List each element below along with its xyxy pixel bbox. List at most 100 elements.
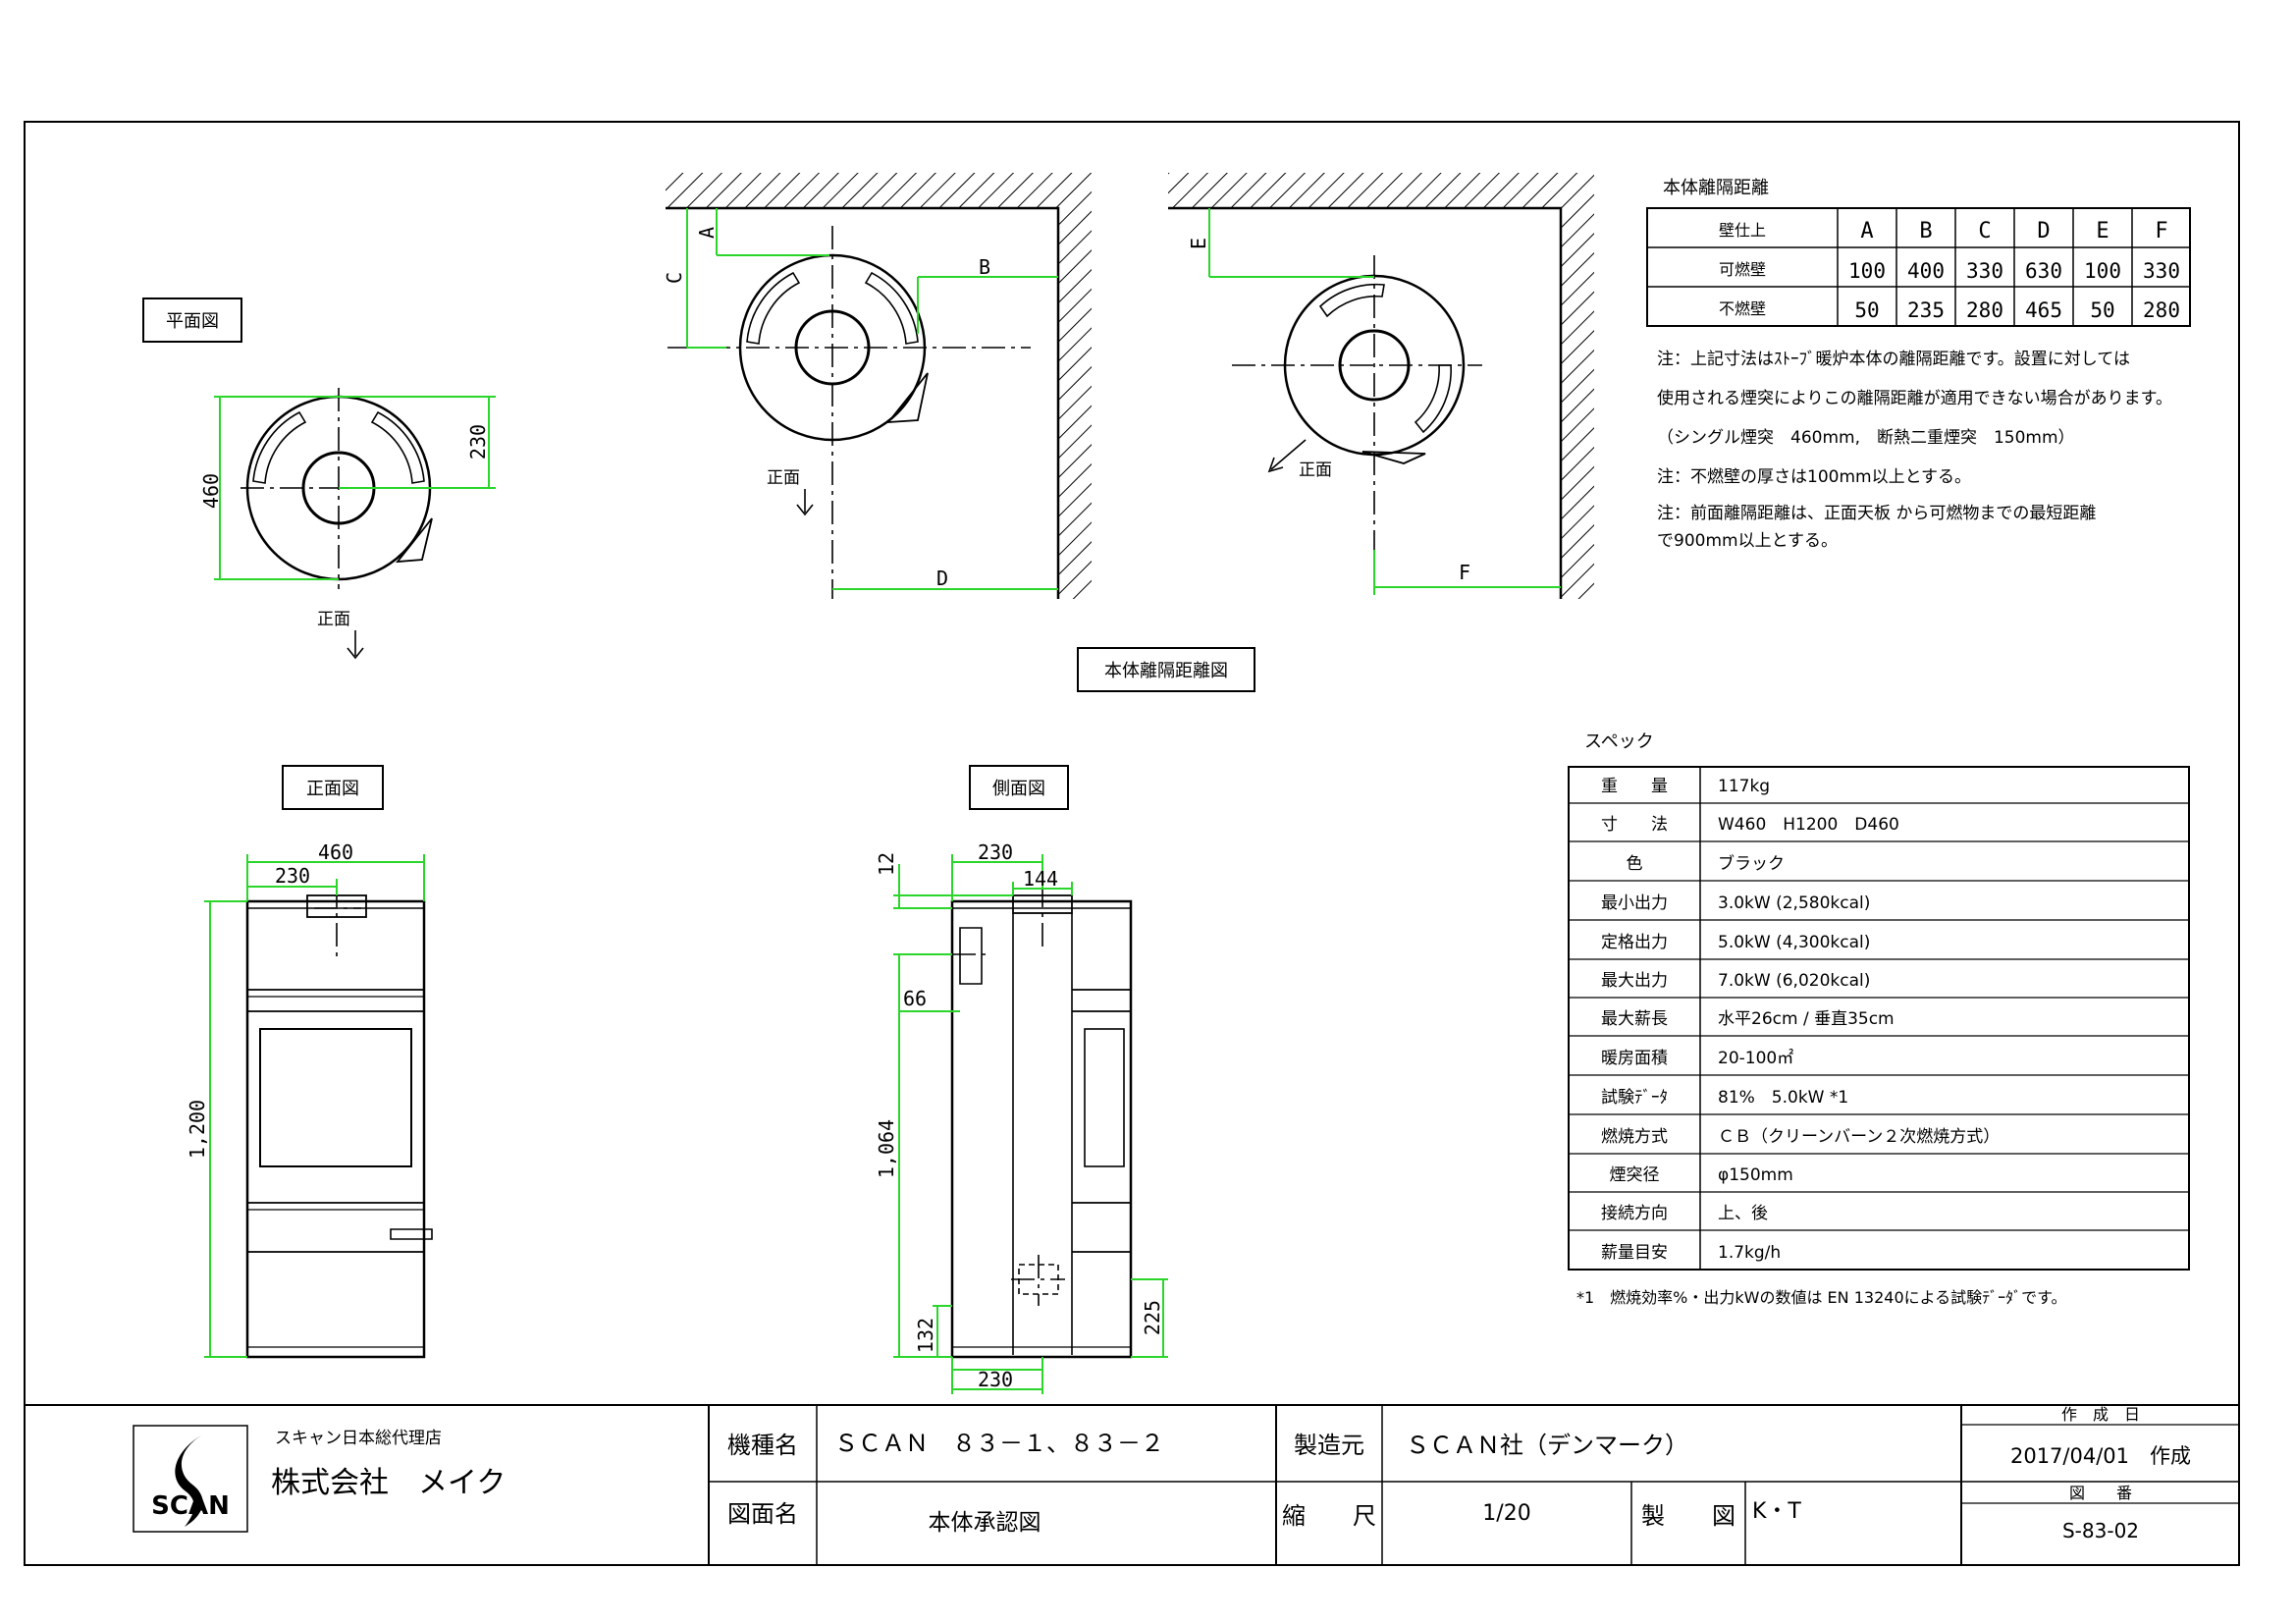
front-label-box <box>282 765 384 810</box>
number-label: 図 番 <box>2069 1484 2132 1502</box>
spec-value: φ150mm <box>1718 1165 1793 1185</box>
spec-label: 燃焼方式 <box>1601 1127 1668 1147</box>
clearance-cell: 280 <box>1966 298 2003 322</box>
maker-label: 製造元 <box>1294 1432 1364 1459</box>
spec-footnote: *1 燃焼効率%・出力kWの数値は EN 13240による試験ﾃﾞｰﾀﾞです。 <box>1576 1288 2067 1307</box>
drafter-value: K・T <box>1752 1499 1801 1524</box>
created-label: 作 成 日 <box>2061 1405 2140 1424</box>
spec-table: スペック 重 量 117kg 寸 法 W460 H1200 D460 色 ブラッ… <box>1568 731 2190 1307</box>
spec-value: ＣＢ（クリーンバーン２次燃焼方式） <box>1718 1127 2000 1147</box>
front-dim-230: 230 <box>275 864 310 888</box>
scan-logo-box <box>133 1425 248 1533</box>
note-line: （シングル煙突 460mm, 断熱二重煙突 150mm） <box>1657 428 2075 448</box>
side-rear-outlet <box>959 927 983 985</box>
side-label: 側面図 <box>992 779 1045 799</box>
spec-label: 重 量 <box>1601 777 1668 796</box>
front-label: 正面図 <box>306 779 359 799</box>
side-dim-66: 66 <box>903 987 927 1010</box>
spec-label: 薪量目安 <box>1601 1243 1668 1263</box>
notes: 注：上記寸法はｽﾄｰﾌﾞ暖炉本体の離隔距離です。設置に対しては 使用される煙突に… <box>1657 350 2172 551</box>
number-value: S-83-02 <box>2062 1519 2139 1542</box>
front-view: 正面図 460 230 1,200 <box>186 765 433 1359</box>
spec-value: 3.0kW (2,580kcal) <box>1718 893 1870 913</box>
front-label-right: 正面 <box>1299 460 1332 480</box>
clearance-label-box <box>1077 647 1255 692</box>
spec-label: 煙突径 <box>1610 1165 1660 1185</box>
side-stove-outline <box>950 899 1133 1359</box>
spec-label: 色 <box>1627 854 1643 874</box>
clearance-diagram-left: A C B D 正面 <box>663 173 1092 599</box>
clearance-header-wall: 壁仕上 <box>1719 221 1766 240</box>
dim-d-label: D <box>936 567 948 590</box>
side-dim-225: 225 <box>1141 1300 1164 1335</box>
spec-label: 最小出力 <box>1601 893 1668 913</box>
clearance-table-title: 本体離隔距離 <box>1663 178 1769 198</box>
spec-value: 7.0kW (6,020kcal) <box>1718 971 1870 991</box>
wall-corner-right <box>1168 206 1563 599</box>
spec-value: W460 H1200 D460 <box>1718 815 1899 835</box>
dim-b-label: B <box>979 255 990 279</box>
spec-value: 上、後 <box>1718 1204 1768 1223</box>
clearance-label: 本体離隔距離図 <box>1104 661 1228 681</box>
note-line: 使用される煙突によりこの離隔距離が適用できない場合があります。 <box>1657 388 2172 408</box>
side-view: 側面図 <box>875 765 1168 1394</box>
dim-c-label: C <box>663 272 686 284</box>
spec-value: 81% 5.0kW *1 <box>1718 1088 1848 1108</box>
drawing-label: 図面名 <box>727 1500 798 1528</box>
note-line: で900mm以上とする。 <box>1657 531 1838 551</box>
scan-flame-icon <box>175 1435 203 1527</box>
front-stove-outline <box>245 899 426 1359</box>
spec-label: 暖房面積 <box>1601 1049 1668 1068</box>
spec-label: 最大出力 <box>1601 971 1668 991</box>
note-line: 注：上記寸法はｽﾄｰﾌﾞ暖炉本体の離隔距離です。設置に対しては <box>1657 350 2130 369</box>
side-dim-132: 132 <box>914 1318 937 1353</box>
front-door-handle <box>390 1228 433 1240</box>
dim-e-label: E <box>1187 238 1210 249</box>
side-dim-top: 230 <box>978 840 1013 864</box>
clearance-table: 本体離隔距離 壁仕上 A B C D E F 可燃壁 100 400 330 6… <box>1646 178 2191 327</box>
spec-label: 接続方向 <box>1601 1204 1668 1223</box>
clearance-cell: 400 <box>1907 259 1945 283</box>
clearance-cell: 280 <box>2143 298 2180 322</box>
model-value: ＳＣＡＮ ８３－１、８３－２ <box>834 1430 1164 1457</box>
front-arrow-left-icon <box>796 504 814 516</box>
plan-view: 平面図 460 230 正面 <box>142 298 496 660</box>
spec-value: ブラック <box>1718 853 1785 874</box>
dealer-name: 株式会社 メイク <box>271 1466 506 1500</box>
front-glass-door <box>259 1028 412 1167</box>
scan-logo-text: SCAN <box>151 1491 230 1521</box>
side-dim-12: 12 <box>875 852 898 876</box>
side-dim-1064: 1,064 <box>875 1119 898 1178</box>
clearance-cell: 235 <box>1907 298 1945 322</box>
drawing-value: 本体承認図 <box>929 1510 1041 1536</box>
note-line: 注：前面離隔距離は、正面天板 から可燃物までの最短距離 <box>1657 504 2096 523</box>
clearance-cell: 630 <box>2025 259 2062 283</box>
spec-label: 定格出力 <box>1601 933 1668 952</box>
clearance-row-label: 可燃壁 <box>1719 260 1766 279</box>
clearance-diagram-right: E F 正面 本体離隔距離図 <box>1077 173 1594 692</box>
spec-value: 20-100㎡ <box>1718 1049 1793 1068</box>
dealer-sub: スキャン日本総代理店 <box>275 1429 442 1448</box>
clearance-header-d: D <box>2037 219 2050 243</box>
scale-label: 縮 尺 <box>1282 1502 1376 1530</box>
spec-value: 5.0kW (4,300kcal) <box>1718 933 1870 952</box>
wall-corner-left <box>666 206 1060 599</box>
clearance-cell: 100 <box>1848 259 1886 283</box>
sheet-border <box>24 121 2240 1566</box>
plan-label: 平面図 <box>166 311 219 332</box>
clearance-row-label: 不燃壁 <box>1719 299 1766 318</box>
plan-door-handle <box>396 517 433 564</box>
front-label-left: 正面 <box>767 468 800 488</box>
drafter-label: 製 図 <box>1641 1502 1735 1530</box>
spec-title: スペック <box>1584 731 1654 752</box>
clearance-cell: 50 <box>2090 298 2114 322</box>
clearance-cell: 465 <box>2025 298 2062 322</box>
clearance-cell: 330 <box>2143 259 2180 283</box>
note-line: 注：不燃壁の厚さは100mm以上とする。 <box>1657 467 1971 487</box>
spec-value: 水平26cm / 垂直35cm <box>1718 1009 1895 1029</box>
spec-label: 試験ﾃﾞｰﾀ <box>1601 1088 1668 1108</box>
front-dim-460: 460 <box>318 840 353 864</box>
front-dim-1200: 1,200 <box>186 1100 209 1159</box>
clearance-cell: 50 <box>1854 298 1879 322</box>
